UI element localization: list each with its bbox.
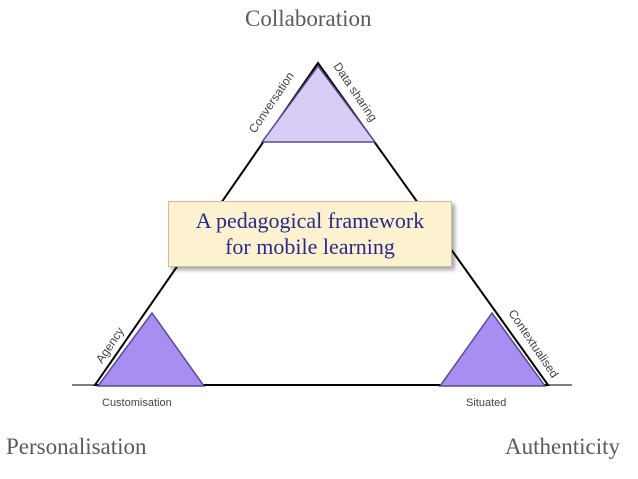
corner-label-authenticity: Authenticity — [505, 434, 620, 459]
corner-label-personalisation: Personalisation — [6, 434, 147, 459]
base-label-customisation: Customisation — [102, 397, 172, 409]
top-triangle — [260, 64, 377, 143]
framework-title-line2: for mobile learning — [225, 234, 395, 259]
left-triangle — [96, 311, 206, 387]
framework-title-line1: A pedagogical framework — [195, 207, 425, 233]
corner-label-collaboration: Collaboration — [245, 6, 372, 31]
right-triangle — [438, 311, 547, 387]
framework-title-box: A pedagogical framework for mobile learn… — [168, 201, 452, 267]
base-label-situated: Situated — [466, 397, 506, 409]
